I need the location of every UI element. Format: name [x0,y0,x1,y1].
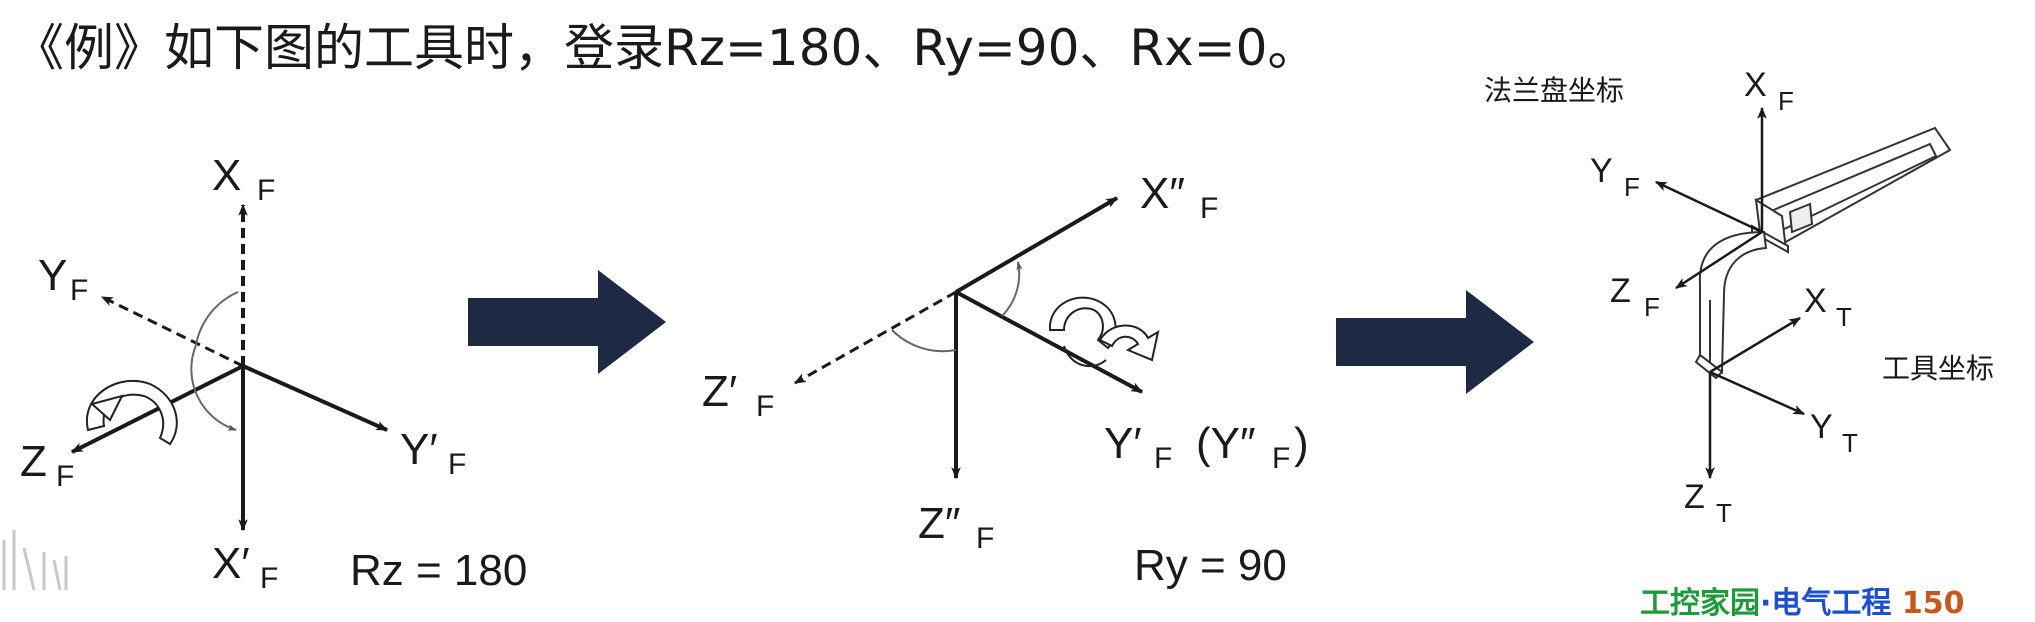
axis-zf-flange [1674,230,1763,290]
label-xprime: X′ [212,539,250,588]
footer-watermark: 工控家园·电气工程 150 [1640,578,1964,622]
axis-zprime-dashed [793,290,957,385]
diagram-tool: 法兰盘坐标 工具坐标 X F Y F Z F X T Y T Z T [1484,66,1994,528]
label-xpp-sub: F [1200,192,1218,225]
label-ypp-paren: (Y″ [1196,419,1256,468]
label-yt: Y [1810,408,1833,446]
axis-yf-flange [1654,180,1763,234]
footer-part-3: 150 [1901,586,1965,621]
rotation-arc-zz [891,329,957,353]
label-zt-sub: T [1716,498,1732,528]
label-zpp-sub: F [976,522,994,555]
label-yf-sub: F [70,274,88,307]
label-xt: X [1804,282,1827,320]
label-zprime-sub: F [756,390,774,423]
label-yf: Y [38,251,67,300]
label-yprime-sub: F [448,448,466,481]
rotation-arc-xx [190,344,237,431]
axis-xt [1709,316,1802,374]
footer-part-1: 工控家园 [1640,586,1760,621]
axis-xpp [954,196,1119,294]
diagram-rz: X F Y F Z F Y′ F X′ F Rz = 180 [20,151,527,592]
axis-yt [1709,370,1806,416]
diagram-ry: X″ F Z′ F Z″ F Y′ F (Y″ F ) Ry = 90 [702,169,1309,590]
robot-tool-drawing [1694,126,1952,380]
label-flange-coords: 法兰盘坐标 [1484,74,1624,107]
label-ypp-close: ) [1294,419,1309,468]
label-yprime: Y′ [400,425,438,474]
label-xf-3-sub: F [1778,86,1794,116]
footer-part-2: ·电气工程 [1760,586,1892,621]
rotation-ribbon-y [1048,296,1160,368]
label-zf-sub: F [56,460,74,493]
label-zf-3-sub: F [1644,292,1660,322]
label-xprime-sub: F [260,562,278,592]
axis-yf-dashed [100,295,244,368]
step-arrow-1 [468,270,666,374]
axis-zf [70,364,244,454]
rotation-ribbon-z [85,379,178,446]
label-xf: X [212,151,241,200]
label-xf-sub: F [257,174,275,207]
label-zf: Z [20,437,47,486]
rotation-arc-xy [195,291,239,346]
diagram-canvas: X F Y F Z F Y′ F X′ F Rz = 180 X″ F Z′ F… [2,66,1994,592]
label-yprime-2-sub: F [1154,442,1172,475]
label-yt-sub: T [1842,428,1858,458]
label-yf-3: Y [1590,152,1613,190]
rotation-arc-zx [1001,261,1023,317]
axis-yprime-2 [955,290,1144,394]
label-zf-3: Z [1610,272,1631,310]
label-ypp-sub: F [1272,442,1290,475]
axis-yprime [242,364,389,432]
label-zt: Z [1684,478,1705,516]
label-xpp: X″ [1140,169,1185,218]
page-title: 《例》如下图的工具时，登录Rz=180、Ry=90、Rx=0。 [14,19,1318,77]
label-xf-3: X [1744,66,1767,104]
label-zpp: Z″ [918,499,960,548]
label-yprime-2: Y′ [1104,419,1142,468]
corner-logo-mark [2,530,68,591]
step-arrow-2 [1336,290,1534,394]
label-tool-coords: 工具坐标 [1882,352,1994,385]
label-zprime: Z′ [702,367,737,416]
caption-ry: Ry = 90 [1134,541,1287,590]
label-yf-3-sub: F [1624,172,1640,202]
caption-rz: Rz = 180 [350,546,527,592]
label-xt-sub: T [1836,302,1852,332]
